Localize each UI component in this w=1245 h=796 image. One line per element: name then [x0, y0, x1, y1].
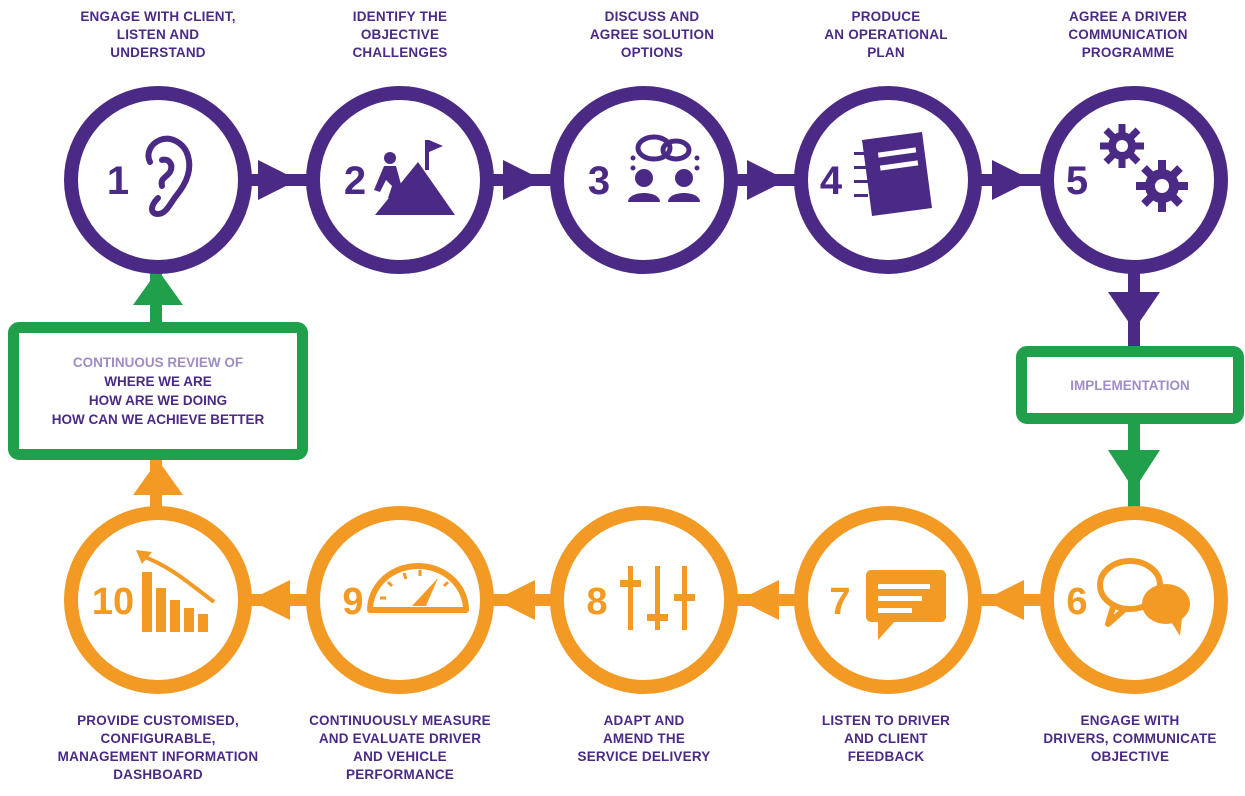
step-number-8: 8	[586, 581, 607, 623]
step-number-10: 10	[92, 581, 134, 623]
arrow-left-9	[250, 580, 290, 620]
step-caption-2: IDENTIFY THE OBJECTIVE CHALLENGES	[352, 9, 448, 60]
arrow-left-7	[739, 580, 779, 620]
step-circle-4: 4	[794, 86, 982, 274]
step-caption-6: ENGAGE WITH DRIVERS, COMMUNICATE OBJECTI…	[1043, 713, 1217, 764]
arrow-right-4	[992, 160, 1032, 200]
step-circle-5: 5	[1040, 86, 1228, 274]
arrow-right-1	[258, 160, 298, 200]
step-number-1: 1	[107, 159, 129, 203]
mountain-climb-icon	[374, 140, 455, 215]
arrow-down-implementation	[1108, 450, 1160, 490]
review-box-heading: CONTINUOUS REVIEW OF	[72, 355, 244, 370]
speech-bubbles-icon	[1097, 558, 1190, 636]
implementation-box: IMPLEMENTATION	[1016, 346, 1244, 424]
bottom-connectors	[133, 455, 1052, 620]
gears-icon	[1100, 124, 1188, 212]
step-caption-10: PROVIDE CUSTOMISED, CONFIGURABLE, MANAGE…	[57, 713, 259, 782]
step-number-9: 9	[342, 581, 363, 623]
review-box-line-better: HOW CAN WE ACHIEVE BETTER	[51, 412, 265, 427]
notebook-icon	[854, 132, 932, 216]
arrow-left-8	[495, 580, 535, 620]
step-caption-3: DISCUSS AND AGREE SOLUTION OPTIONS	[589, 9, 715, 60]
step-circle-10: 10	[64, 506, 252, 694]
arrow-left-6	[984, 580, 1024, 620]
top-connectors	[230, 160, 1160, 355]
message-icon	[866, 570, 946, 640]
step-caption-1: ENGAGE WITH CLIENT, LISTEN AND UNDERSTAN…	[80, 9, 236, 60]
step-caption-4: PRODUCE AN OPERATIONAL PLAN	[824, 9, 948, 60]
arrow-up-review	[133, 270, 183, 305]
implementation-label: IMPLEMENTATION	[1070, 377, 1190, 393]
step-number-2: 2	[344, 159, 366, 203]
review-box-line-how: HOW ARE WE DOING	[88, 393, 228, 408]
green-connectors	[133, 270, 1160, 520]
step-circle-9: 9	[306, 506, 494, 694]
arrow-down-5	[1108, 292, 1160, 330]
step-caption-7: LISTEN TO DRIVER AND CLIENT FEEDBACK	[821, 713, 951, 764]
ear-icon	[145, 135, 193, 218]
bar-chart-trend-icon	[136, 550, 216, 632]
continuous-review-box: CONTINUOUS REVIEW OF WHERE WE ARE HOW AR…	[8, 322, 308, 460]
step-circle-8: 8	[550, 506, 738, 694]
step-circle-1: 1	[64, 86, 252, 274]
step-caption-9: CONTINUOUSLY MEASURE AND EVALUATE DRIVER…	[309, 713, 491, 782]
step-number-5: 5	[1066, 159, 1088, 203]
step-number-4: 4	[820, 159, 843, 203]
arrow-right-2	[503, 160, 543, 200]
step-circle-6: 6	[1040, 506, 1228, 694]
step-caption-5: AGREE A DRIVER COMMUNICATION PROGRAMME	[1068, 9, 1188, 60]
review-box-line-where: WHERE WE ARE	[104, 374, 212, 389]
step-circle-3: 3	[550, 86, 738, 274]
sliders-icon	[620, 566, 695, 630]
step-number-7: 7	[829, 581, 850, 623]
step-circle-2: 2	[306, 86, 494, 274]
discussion-icon	[628, 134, 700, 202]
arrow-up-10	[133, 460, 183, 495]
speedometer-icon	[367, 563, 469, 613]
arrow-right-3	[747, 160, 787, 200]
step-number-6: 6	[1066, 581, 1087, 623]
step-caption-8: ADAPT AND AMEND THE SERVICE DELIVERY	[577, 713, 711, 764]
step-number-3: 3	[588, 159, 610, 203]
step-circle-7: 7	[794, 506, 982, 694]
